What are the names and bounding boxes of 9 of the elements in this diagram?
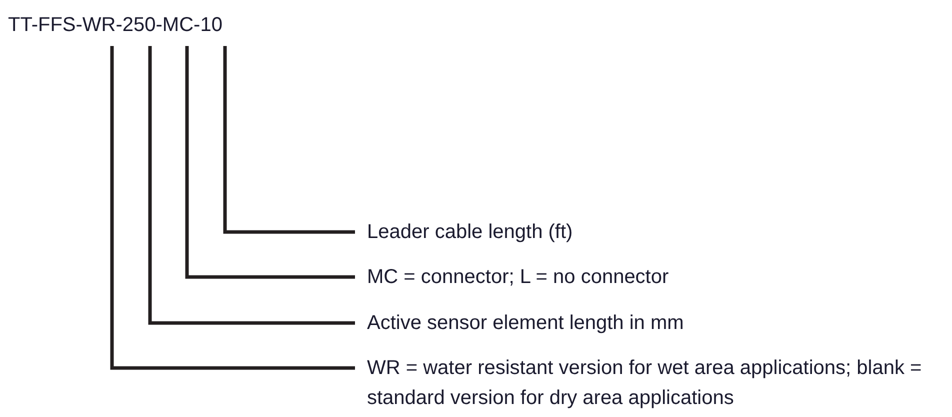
code-description: Active sensor element length in mm (367, 308, 684, 338)
code-description: MC = connector; L = no connector (367, 262, 669, 292)
leader-line (223, 46, 355, 234)
code-description: WR = water resistant version for wet area applications; blank = standard version for dry area applications (367, 353, 942, 413)
code-description: Leader cable length (ft) (367, 217, 573, 247)
part-number: TT-FFS-WR-250-MC-10 (8, 10, 222, 40)
leader-line (185, 46, 355, 279)
leader-line (110, 46, 355, 370)
leader-line (148, 46, 355, 325)
